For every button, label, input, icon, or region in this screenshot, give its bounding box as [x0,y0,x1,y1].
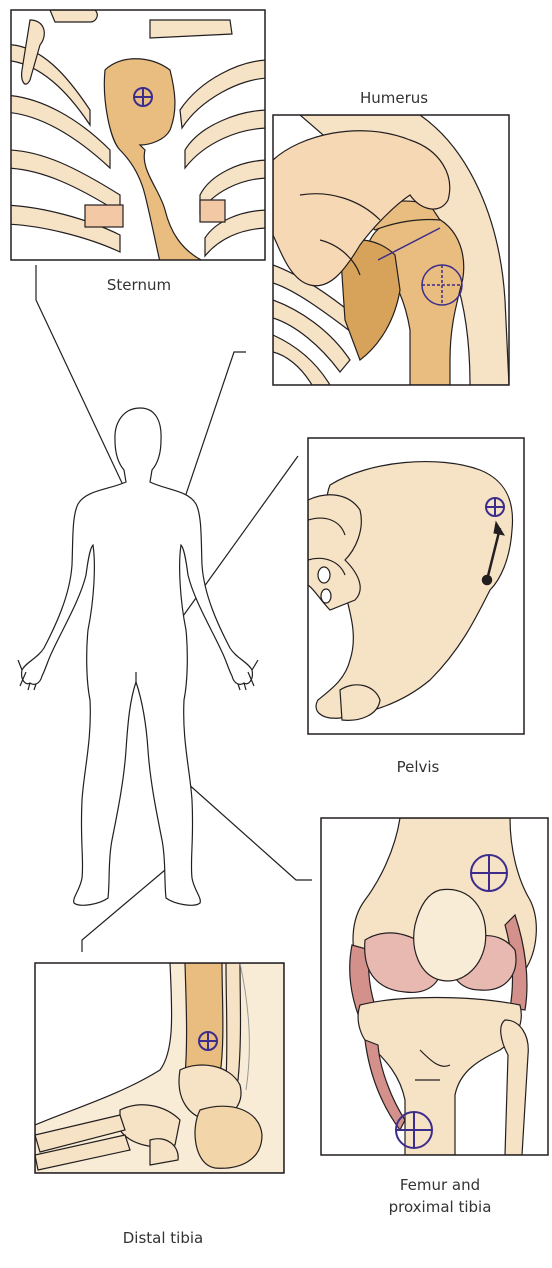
distal-tibia-marker-icon [199,1032,217,1050]
label-femur-line2: proximal tibia [380,1197,500,1217]
body-outline [18,408,258,905]
label-distal-tibia: Distal tibia [108,1228,218,1248]
humerus-panel [273,115,509,385]
distal-tibia-panel [35,963,284,1173]
sternum-panel [0,10,270,262]
femur-panel [321,818,548,1155]
femur-marker-icon [471,855,507,891]
pelvis-marker-icon [486,498,504,516]
label-humerus: Humerus [354,88,434,108]
tibia-marker-icon [396,1112,432,1148]
connector-sternum [36,265,130,500]
label-femur-line1: Femur and [380,1175,500,1195]
pelvis-panel [308,438,524,734]
sternum-marker-icon [134,88,152,106]
label-pelvis: Pelvis [378,757,458,777]
connector-humerus [180,352,246,512]
label-sternum: Sternum [84,275,194,295]
